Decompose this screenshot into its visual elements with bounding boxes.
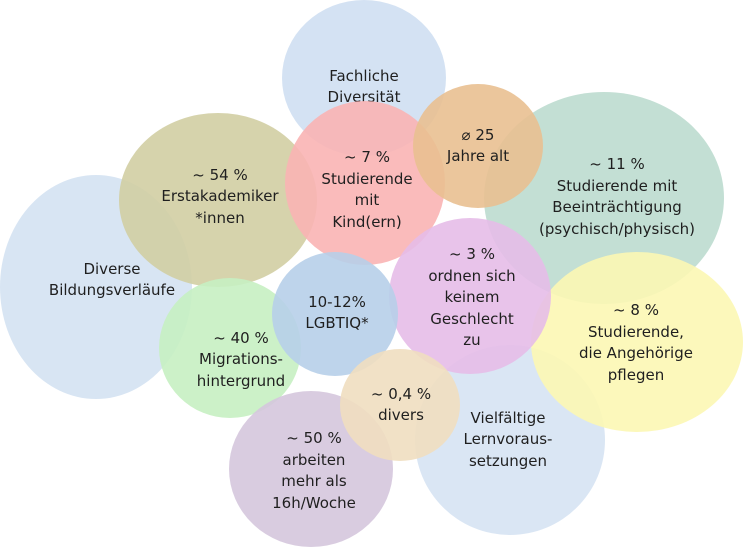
bubble-text-line: mehr als [281, 472, 347, 490]
bubble-angehoerige [531, 252, 743, 432]
bubble-text-line: Lernvoraus- [463, 430, 553, 449]
bubble-text-line: 16h/Woche [272, 493, 356, 512]
bubble-text-line: zu [463, 331, 481, 350]
bubble-text-line: pflegen [607, 365, 665, 384]
bubble-text-line: Fachliche [329, 66, 399, 85]
bubble-text-line: Bildungsverläufe [48, 281, 176, 299]
bubble-text-line: Beeinträchtigung [552, 198, 682, 216]
bubble-label-divers: ~ 0,4 % divers [291, 340, 511, 470]
bubble-text-line: hintergrund [196, 371, 286, 390]
bubble-text-line: arbeiten [282, 450, 346, 469]
bubble-text-line: Erstakademiker [161, 187, 279, 206]
bubble-text-line: ~ 7 % [344, 148, 390, 166]
bubble-text-line: (psychisch/physisch) [539, 219, 695, 238]
bubble-label-migration: ~ 40 % Migrations-hintergrund [131, 295, 351, 425]
bubble-text-line: LGBTIQ* [305, 314, 369, 332]
bubble-text-line: Studierende mit [556, 176, 678, 195]
bubble-text-line: ~ 8 % [613, 301, 659, 319]
bubble-text-line: ordnen sich [428, 266, 516, 285]
bubble-text-line: ~ 40 % [213, 328, 269, 347]
bubble-text-line: ~ 50 % [286, 429, 342, 447]
bubble-text-line: Studierende, [588, 322, 684, 341]
bubble-text-line: ~ 0,4 % [370, 384, 432, 403]
bubble-text-line: Vielfältige [470, 408, 546, 427]
bubble-text-line: ~ 3 % [449, 245, 495, 264]
bubble-alter [413, 84, 543, 208]
bubble-text-line: Kind(ern) [332, 212, 402, 231]
bubble-text-line: ⌀ 25 [461, 125, 495, 144]
bubble-text-line: *innen [195, 208, 245, 227]
bubble-text-line: mit [354, 191, 380, 209]
bubble-divers [340, 349, 460, 461]
bubble-text-line: Jahre alt [446, 147, 510, 165]
bubble-text-line: setzungen [468, 451, 548, 470]
bubble-erstak [119, 113, 317, 287]
bubble-text-line: ~ 54 % [192, 165, 248, 184]
bubble-label-lgbtiq: 10-12% LGBTIQ* [227, 248, 447, 378]
bubble-geschlecht [389, 218, 551, 374]
bubble-text-line: Studierende [321, 169, 413, 188]
bubble-label-erstak: ~ 54 % Erstakademiker *innen [110, 132, 330, 262]
bubble-text-line: Geschlecht [430, 309, 514, 328]
bubble-text-line: ~ 11 % [589, 155, 645, 173]
bubble-text-line: divers [378, 406, 424, 424]
bubble-label-angehoerige: ~ 8 % Studierende, die Angehörige pflegen [526, 278, 746, 408]
bubble-label-arbeiten: ~ 50 % arbeiten mehr als 16h/Woche [204, 406, 424, 536]
bubble-text-line: Diverse [83, 259, 141, 278]
bubble-text-line: die Angehörige [579, 344, 693, 362]
bubble-label-alter: ⌀ 25 Jahre alt [368, 81, 588, 211]
bubble-text-line: keinem [444, 288, 500, 307]
bubble-text-line: Migrations- [199, 350, 283, 369]
bubble-text-line: Diversität [327, 88, 401, 106]
bubble-text-line: 10-12% [308, 292, 366, 311]
